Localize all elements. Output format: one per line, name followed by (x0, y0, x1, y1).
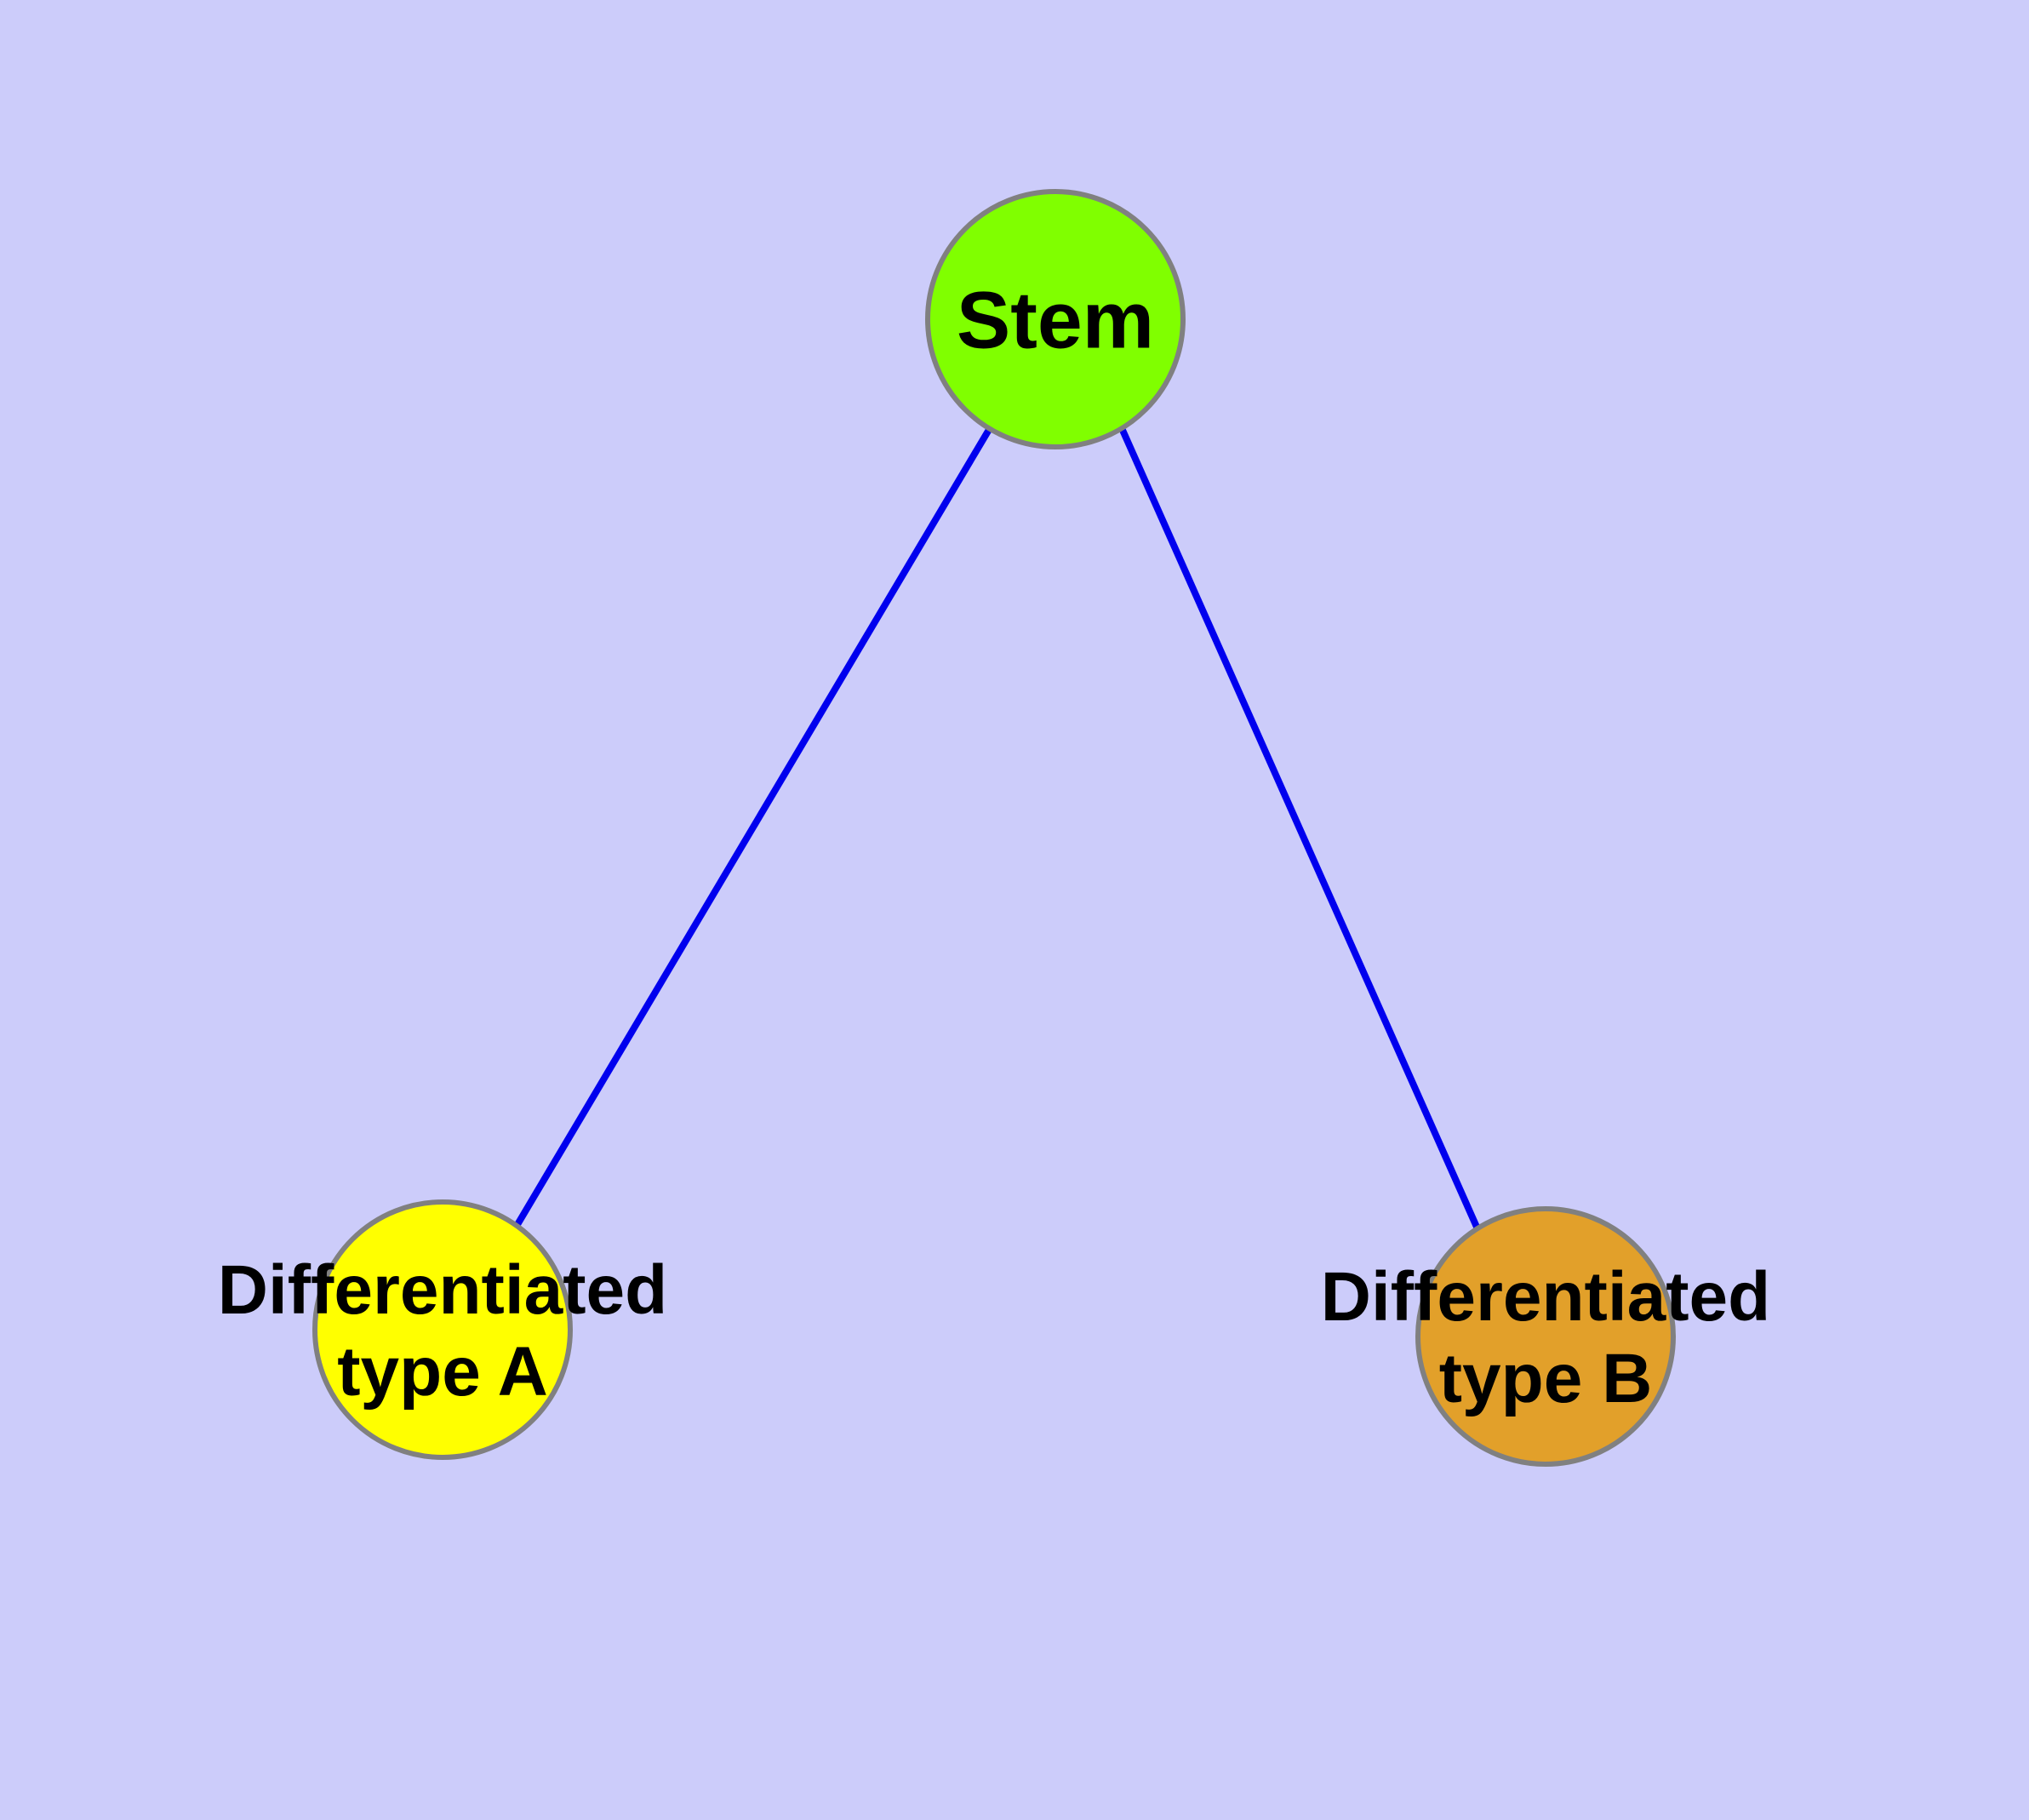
graph-node-diff_b[interactable] (1415, 1206, 1676, 1467)
graph-node-stem[interactable] (925, 189, 1186, 449)
graph-edge-stem-to-diff_b (1118, 426, 1483, 1234)
label-line: Differentiated (218, 1251, 668, 1329)
graph-edge-stem-to-diff_a (507, 426, 993, 1239)
label-line: type B (1439, 1340, 1653, 1417)
label-line: type A (337, 1333, 548, 1411)
label-line: Stem (957, 276, 1154, 366)
edges-group (507, 426, 1483, 1239)
nodes-group (312, 189, 1676, 1467)
graph-node-label-stem: Stem (957, 276, 1154, 366)
graph-node-diff_a[interactable] (312, 1199, 573, 1460)
label-line: Differentiated (1321, 1258, 1771, 1336)
